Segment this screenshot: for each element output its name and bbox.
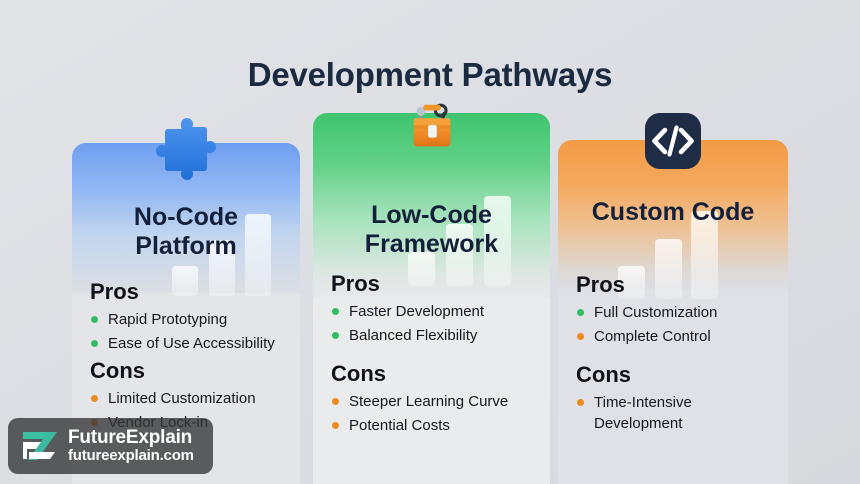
pros-list: Rapid Prototyping Ease of Use Accessibil…	[90, 309, 290, 355]
bullet-dot-icon	[577, 398, 584, 406]
watermark-url: futureexplain.com	[68, 447, 194, 465]
card-title-no-code: No-Code Platform	[72, 203, 300, 262]
bullet-dot-icon	[332, 397, 339, 405]
cons-list: Steeper Learning Curve Potential Costs	[331, 391, 540, 437]
list-item: Limited Customization	[90, 388, 290, 409]
cons-list: Time-Intensive Development	[576, 392, 778, 435]
bullet-dot-icon	[91, 316, 98, 323]
card-content-low-code: Pros Faster Development Balanced Flexibi…	[331, 271, 540, 439]
card-title-low-code: Low-Code Framework	[313, 201, 550, 260]
card-custom-code[interactable]: Custom Code Pros Full Customization Comp…	[558, 113, 788, 484]
list-item: Complete Control	[576, 326, 778, 347]
cons-heading: Cons	[576, 361, 631, 387]
watermark-brand: FutureExplain	[68, 427, 193, 449]
bullet-dot-icon	[91, 394, 98, 402]
list-item: Time-Intensive Development	[576, 392, 778, 435]
watermark-badge: FutureExplain futureexplain.com	[8, 418, 213, 474]
card-body-surface	[313, 298, 550, 484]
list-item-label: Time-Intensive Development	[594, 393, 692, 432]
list-item-label: Complete Control	[594, 328, 711, 346]
list-item-label: Rapid Prototyping	[108, 311, 228, 328]
list-item: Rapid Prototyping	[90, 309, 290, 330]
card-title-custom-code: Custom Code	[558, 198, 788, 227]
pros-heading: Pros	[90, 279, 139, 304]
bullet-dot-icon	[577, 333, 584, 341]
list-item: Potential Costs	[331, 415, 540, 436]
code-brackets-icon	[643, 111, 703, 176]
list-item: Ease of Use Accessibility	[90, 333, 290, 354]
list-item-label: Limited Customization	[108, 389, 256, 407]
list-item-label: Balanced Flexibility	[349, 327, 478, 345]
card-title-line-2: Platform	[135, 232, 237, 261]
card-body-surface	[558, 290, 788, 484]
pros-list: Faster Development Balanced Flexibility	[331, 301, 540, 347]
page-title: Development Pathways	[247, 56, 613, 93]
bullet-dot-icon	[91, 340, 98, 348]
bullet-dot-icon	[332, 421, 339, 429]
list-item: Steeper Learning Curve	[331, 391, 540, 412]
card-title-line-2: Framework	[364, 230, 499, 259]
list-item: Faster Development	[331, 301, 540, 322]
bullet-dot-icon	[577, 309, 584, 316]
watermark-text: FutureExplain futureexplain.com	[68, 428, 194, 464]
cons-heading: Cons	[90, 357, 145, 383]
futureexplain-logo-icon	[17, 428, 61, 464]
card-title-line-1: Custom Code	[591, 198, 755, 226]
puzzle-piece-icon	[154, 118, 218, 187]
list-item-label: Steeper Learning Curve	[349, 392, 509, 410]
list-item-label: Faster Development	[349, 303, 485, 320]
card-title-line-1: No-Code	[133, 203, 239, 231]
list-item: Full Customization	[576, 302, 778, 323]
pros-heading: Pros	[331, 271, 380, 296]
list-item-label: Ease of Use Accessibility	[108, 335, 275, 353]
card-content-custom-code: Pros Full Customization Complete Control…	[576, 272, 778, 437]
toolbox-icon	[401, 95, 463, 162]
list-item: Balanced Flexibility	[331, 325, 540, 346]
list-item-label: Potential Costs	[349, 416, 450, 434]
card-title-line-1: Low-Code	[371, 201, 492, 229]
bullet-dot-icon	[332, 332, 339, 340]
list-item-label: Full Customization	[594, 304, 718, 321]
pros-heading: Pros	[576, 272, 625, 297]
pros-list: Full Customization Complete Control	[576, 302, 778, 348]
card-low-code[interactable]: Low-Code Framework Pros Faster Developme…	[313, 103, 550, 484]
card-content-no-code: Pros Rapid Prototyping Ease of Use Acces…	[90, 279, 290, 436]
bullet-dot-icon	[332, 308, 339, 315]
cons-heading: Cons	[331, 360, 386, 386]
